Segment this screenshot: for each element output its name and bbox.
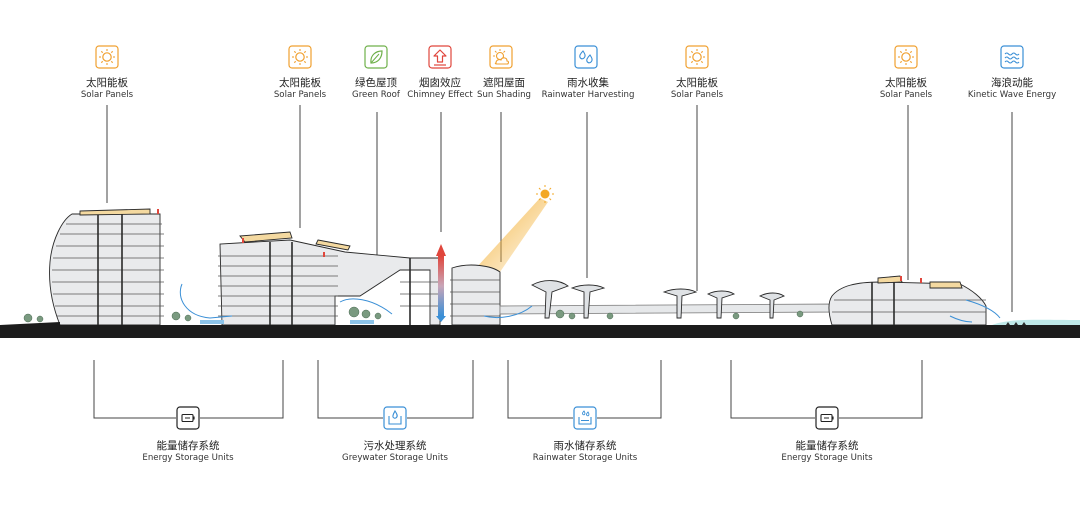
label-en: Solar Panels bbox=[670, 90, 724, 100]
label-en: Solar Panels bbox=[273, 90, 327, 100]
building-middle bbox=[218, 231, 441, 326]
label-zh: 烟囱效应 bbox=[419, 77, 461, 89]
sun-shading-icon bbox=[489, 45, 513, 69]
top-leader-lines bbox=[106, 105, 1013, 312]
ground-left-edge bbox=[0, 322, 60, 325]
label-zh: 遮阳屋面 bbox=[483, 77, 525, 89]
label-zh: 绿色屋顶 bbox=[355, 77, 397, 89]
battery-icon bbox=[815, 406, 839, 430]
raindrops-icon bbox=[574, 45, 598, 69]
top-feature-icons bbox=[95, 45, 1024, 69]
label-en: Sun Shading bbox=[477, 90, 531, 100]
wave-icon bbox=[1000, 45, 1024, 69]
sun-icon bbox=[288, 45, 312, 69]
sun-rays-illustration bbox=[476, 185, 554, 272]
label-zh: 太阳能板 bbox=[885, 77, 927, 89]
sun-icon bbox=[95, 45, 119, 69]
label-zh: 污水处理系统 bbox=[363, 440, 427, 452]
label-en: Kinetic Wave Energy bbox=[967, 90, 1057, 100]
label-zh: 太阳能板 bbox=[676, 77, 718, 89]
label-zh: 太阳能板 bbox=[86, 77, 128, 89]
label-zh: 雨水收集 bbox=[567, 77, 609, 89]
airflow-arrows bbox=[179, 283, 1001, 323]
label-zh: 海浪动能 bbox=[991, 77, 1033, 89]
label-zh: 太阳能板 bbox=[279, 77, 321, 89]
label-en: Rainwater Harvesting bbox=[541, 90, 635, 100]
building-left bbox=[49, 208, 164, 326]
label-en: Green Roof bbox=[352, 90, 400, 100]
trees bbox=[23, 306, 804, 323]
label-en: Rainwater Storage Units bbox=[532, 453, 638, 463]
sun-icon bbox=[894, 45, 918, 69]
ground-line bbox=[0, 325, 1080, 338]
label-zh: 雨水储存系统 bbox=[553, 440, 617, 452]
label-zh: 能量储存系统 bbox=[156, 440, 220, 452]
label-en: Energy Storage Units bbox=[142, 453, 234, 463]
label-en: Chimney Effect bbox=[407, 90, 473, 100]
bottom-bracket-lines bbox=[93, 360, 923, 419]
sun-icon bbox=[685, 45, 709, 69]
chimney-arrow-icon bbox=[428, 45, 452, 69]
label-en: Solar Panels bbox=[80, 90, 134, 100]
rain-tank-icon bbox=[573, 406, 597, 430]
label-en: Greywater Storage Units bbox=[342, 453, 448, 463]
label-en: Energy Storage Units bbox=[781, 453, 873, 463]
storage-pools bbox=[200, 320, 374, 324]
leaf-icon bbox=[364, 45, 388, 69]
label-en: Solar Panels bbox=[879, 90, 933, 100]
chimney-airflow-arrow bbox=[436, 244, 446, 322]
building-shading bbox=[450, 264, 501, 326]
label-zh: 能量储存系统 bbox=[795, 440, 859, 452]
building-right bbox=[828, 275, 987, 326]
water-tank-icon bbox=[383, 406, 407, 430]
canopy-structures bbox=[499, 280, 841, 319]
battery-icon bbox=[176, 406, 200, 430]
